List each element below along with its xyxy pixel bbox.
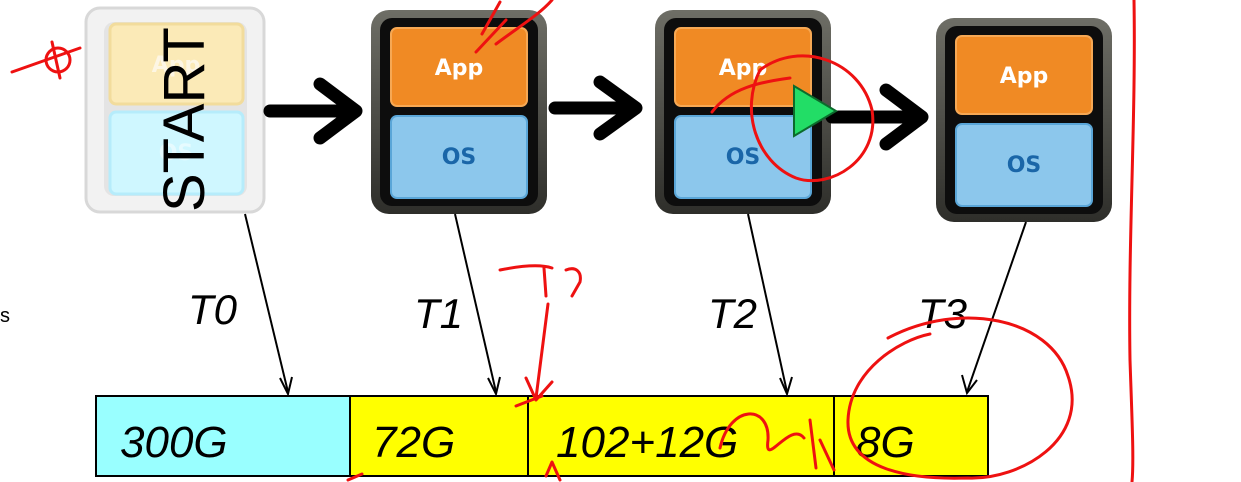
- annotation-scribble-cell2: [718, 412, 836, 472]
- annotation-underline-node2: [710, 76, 792, 114]
- annotation-vertical-line: [1128, 0, 1136, 482]
- annotation-stroke-node1: [474, 0, 554, 54]
- arrow-right-icon: [548, 75, 643, 141]
- pen-annotations: [10, 0, 1136, 482]
- app-layer: [955, 35, 1093, 115]
- time-label-t0: T0: [188, 286, 238, 333]
- app-layer: [674, 27, 812, 107]
- os-label: OS: [442, 145, 477, 170]
- os-label: OS: [159, 141, 194, 166]
- os-layer: [674, 115, 812, 199]
- storage-cell-2-text: 102+12G: [556, 418, 738, 467]
- storage-cell-1-text: 72G: [372, 418, 455, 467]
- os-layer: [390, 115, 528, 199]
- os-layer: [955, 123, 1093, 207]
- app-label: App: [152, 53, 201, 78]
- snapshot-node-1: App OS: [371, 10, 547, 214]
- arrow-right-icon: [825, 83, 929, 151]
- storage-cell-3: [833, 395, 989, 477]
- time-label-t1: T1: [414, 290, 463, 337]
- os-label: OS: [726, 145, 761, 170]
- os-layer: [108, 110, 245, 196]
- storage-cell-1: [349, 395, 529, 477]
- transition-arrows: [263, 75, 929, 151]
- app-layer: [108, 22, 245, 106]
- annotation-circle-play: [750, 54, 875, 183]
- annotation-arrow-down: [514, 302, 554, 408]
- time-label-t3: T3: [918, 290, 967, 337]
- storage-cell-3-text: 8G: [856, 418, 915, 467]
- app-label: App: [435, 56, 484, 81]
- os-label: OS: [1007, 153, 1042, 178]
- storage-cell-2: [527, 395, 835, 477]
- annotation-bottom-marks: [346, 460, 562, 482]
- annotation-loop-8g: [846, 316, 1074, 480]
- storage-bar: 300G 72G 102+12G 8G: [95, 395, 989, 477]
- app-layer: [390, 27, 528, 107]
- start-label: START: [152, 27, 217, 212]
- annotation-scribble-start: [10, 40, 82, 80]
- app-label: App: [719, 56, 768, 81]
- arrow-right-icon: [263, 77, 363, 145]
- snapshot-node-3: App OS: [936, 18, 1112, 222]
- time-label-t2: T2: [708, 290, 757, 337]
- play-icon[interactable]: [793, 84, 838, 138]
- pointer-lines: [244, 213, 1027, 397]
- storage-cell-0-text: 300G: [120, 418, 228, 467]
- annotation-t-mark: [498, 264, 582, 298]
- snapshot-node-0: App OS START: [84, 6, 266, 214]
- app-label: App: [1000, 64, 1049, 89]
- edge-text: s: [0, 305, 10, 327]
- snapshot-node-2: App OS: [655, 10, 831, 214]
